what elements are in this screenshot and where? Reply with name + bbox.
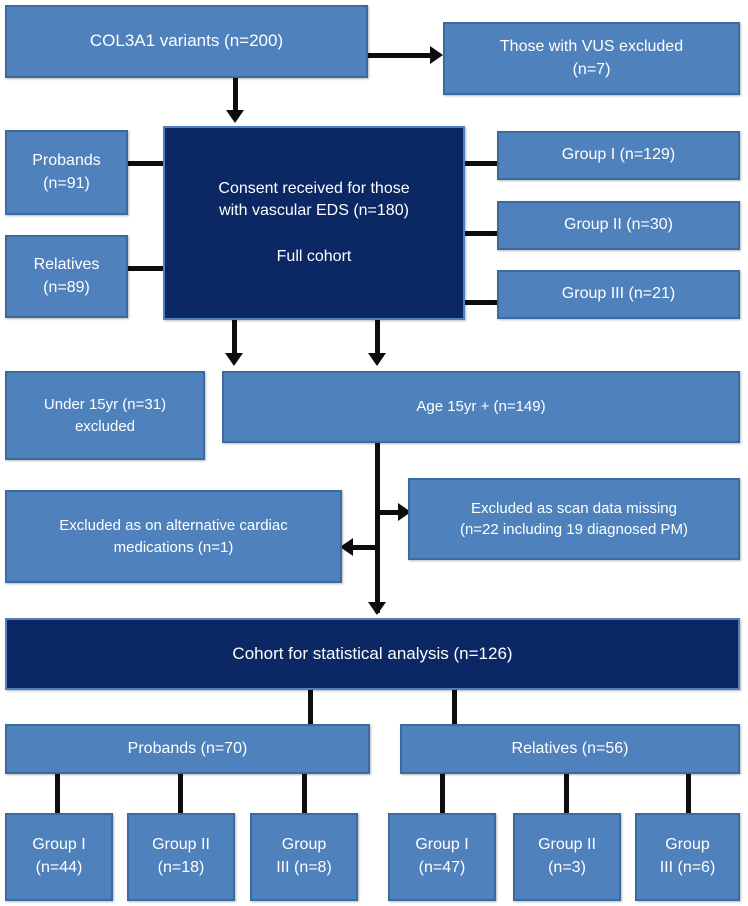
arrowhead-source-to-consent	[226, 110, 244, 123]
node-source-cohort[interactable]: COL3A1 variants (n=200)	[5, 5, 368, 78]
connector-source-to-consent	[233, 76, 238, 118]
node-probands-group-iii-label: Group III (n=8)	[276, 836, 332, 876]
connector-probands-to-consent	[126, 161, 166, 166]
connector-consent-to-group-ii	[463, 231, 499, 236]
node-relatives-group-i[interactable]: Group I (n=47)	[388, 813, 496, 901]
node-vus-excluded-label: Those with VUS excluded (n=7)	[499, 37, 684, 78]
node-consent-full-cohort-label: Consent received for those with vascular…	[218, 179, 410, 265]
node-vus-excluded[interactable]: Those with VUS excluded (n=7)	[443, 22, 740, 95]
node-consent-full-cohort[interactable]: Consent received for those with vascular…	[163, 126, 465, 320]
node-probands-group-iii[interactable]: Group III (n=8)	[250, 813, 358, 901]
connector-relatives-to-group-ii	[564, 773, 569, 813]
node-probands-group-i-label: Group I (n=44)	[32, 836, 86, 876]
connector-age15-spine	[375, 441, 380, 613]
node-age-15-plus-label: Age 15yr + (n=149)	[416, 398, 546, 416]
arrowhead-consent-to-age15	[368, 353, 386, 366]
node-probands-full-label: Probands (n=91)	[32, 151, 101, 192]
node-group-i-full-label: Group I (n=129)	[561, 146, 676, 164]
node-relatives-group-ii-label: Group II (n=3)	[538, 836, 596, 876]
node-under-15-excluded-label: Under 15yr (n=31) excluded	[43, 396, 167, 435]
connector-spine-to-scan-missing	[378, 510, 400, 515]
node-relatives-group-i-label: Group I (n=47)	[415, 836, 469, 876]
node-probands-final[interactable]: Probands (n=70)	[5, 724, 370, 774]
node-probands-group-i[interactable]: Group I (n=44)	[5, 813, 113, 901]
connector-source-to-vus	[366, 53, 432, 58]
node-probands-final-label: Probands (n=70)	[127, 739, 248, 757]
node-excluded-scan-missing-label: Excluded as scan data missing (n=22 incl…	[459, 499, 689, 538]
connector-analysis-to-relatives	[452, 688, 457, 726]
arrowhead-consent-to-under15	[225, 353, 243, 366]
connector-probands-to-group-i	[55, 773, 60, 813]
node-source-cohort-label: COL3A1 variants (n=200)	[89, 31, 284, 51]
node-probands-group-ii-label: Group II (n=18)	[152, 836, 210, 876]
connector-relatives-to-group-i	[440, 773, 445, 813]
node-relatives-group-ii[interactable]: Group II (n=3)	[513, 813, 621, 901]
node-group-iii-full[interactable]: Group III (n=21)	[497, 270, 740, 319]
arrowhead-spine-to-medications	[340, 538, 353, 556]
node-excluded-medications[interactable]: Excluded as on alternative cardiac medic…	[5, 490, 342, 583]
connector-probands-to-group-iii	[302, 773, 307, 813]
node-relatives-group-iii[interactable]: Group III (n=6)	[635, 813, 740, 901]
node-analysis-cohort[interactable]: Cohort for statistical analysis (n=126)	[5, 618, 740, 690]
node-relatives-final-label: Relatives (n=56)	[511, 739, 629, 757]
node-under-15-excluded[interactable]: Under 15yr (n=31) excluded	[5, 371, 205, 460]
node-group-i-full[interactable]: Group I (n=129)	[497, 131, 740, 180]
node-group-ii-full-label: Group II (n=30)	[564, 216, 673, 234]
connector-consent-to-under15	[232, 318, 237, 358]
node-group-ii-full[interactable]: Group II (n=30)	[497, 201, 740, 250]
connector-spine-to-medications	[352, 545, 378, 550]
node-excluded-scan-missing[interactable]: Excluded as scan data missing (n=22 incl…	[408, 478, 740, 560]
node-relatives-full-label: Relatives (n=89)	[33, 255, 100, 296]
node-excluded-medications-label: Excluded as on alternative cardiac medic…	[59, 517, 288, 556]
arrowhead-spine-to-analysis	[368, 602, 386, 615]
connector-relatives-to-group-iii	[686, 773, 691, 813]
node-relatives-final[interactable]: Relatives (n=56)	[400, 724, 740, 774]
node-probands-group-ii[interactable]: Group II (n=18)	[127, 813, 235, 901]
connector-relatives-to-consent	[126, 266, 166, 271]
node-relatives-group-iii-label: Group III (n=6)	[659, 836, 716, 876]
node-age-15-plus[interactable]: Age 15yr + (n=149)	[222, 371, 740, 443]
node-probands-full[interactable]: Probands (n=91)	[5, 130, 128, 215]
connector-consent-to-group-i	[463, 161, 499, 166]
connector-probands-to-group-ii	[178, 773, 183, 813]
connector-consent-to-group-iii	[463, 300, 499, 305]
node-group-iii-full-label: Group III (n=21)	[561, 285, 676, 303]
arrowhead-source-to-vus	[430, 46, 443, 64]
arrowhead-spine-to-scan-missing	[398, 503, 411, 521]
node-analysis-cohort-label: Cohort for statistical analysis (n=126)	[232, 643, 513, 663]
node-relatives-full[interactable]: Relatives (n=89)	[5, 235, 128, 318]
connector-analysis-to-probands	[308, 688, 313, 726]
connector-consent-to-age15	[375, 318, 380, 358]
